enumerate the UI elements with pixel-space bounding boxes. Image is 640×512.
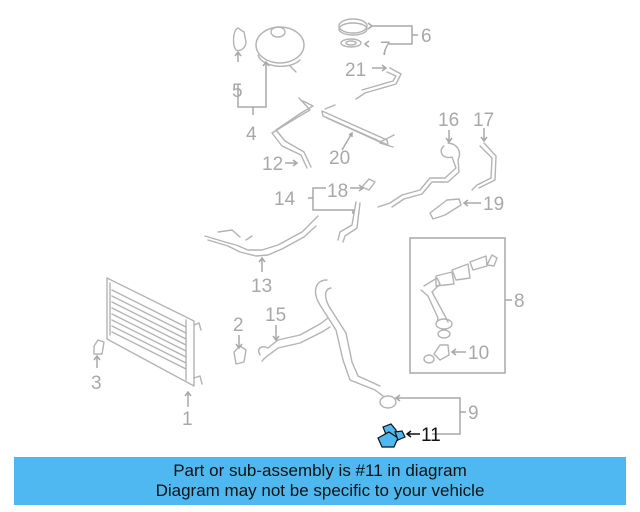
info-banner: Part or sub-assembly is #11 in diagram D… [14, 457, 626, 505]
part-14-hose[interactable] [337, 201, 361, 243]
part-3-bracket[interactable] [93, 339, 105, 355]
callout-14[interactable]: 14 [274, 189, 296, 210]
callout-12[interactable]: 12 [262, 154, 283, 175]
callout-15[interactable]: 15 [265, 305, 286, 326]
part-16-pipe[interactable] [377, 142, 461, 208]
parts-diagram: 5 4 6 7 21 12 20 16 17 19 14 18 13 15 2 … [91, 18, 525, 448]
callout-2[interactable]: 2 [233, 315, 244, 336]
part-8-group[interactable] [409, 237, 506, 374]
part-5-bracket[interactable] [232, 27, 247, 52]
part-15-pipe[interactable] [258, 317, 331, 362]
callout-11[interactable]: 11 [421, 425, 441, 446]
part-12-hose[interactable] [271, 97, 314, 169]
part-20-bar[interactable] [321, 104, 395, 148]
banner-line-part: Part or sub-assembly is #11 in diagram [173, 461, 467, 480]
callout-20[interactable]: 20 [329, 148, 350, 169]
callout-1[interactable]: 1 [182, 409, 193, 430]
callout-4[interactable]: 4 [246, 124, 257, 145]
callout-16[interactable]: 16 [438, 110, 459, 131]
part-2-bracket[interactable] [233, 345, 247, 365]
callout-18[interactable]: 18 [327, 181, 348, 202]
part-19-sensor[interactable] [429, 198, 462, 220]
callout-17[interactable]: 17 [473, 110, 494, 131]
leader-lines [93, 22, 512, 438]
callout-3[interactable]: 3 [91, 373, 102, 394]
callout-21[interactable]: 21 [345, 60, 366, 81]
banner-line-disclaimer: Diagram may not be specific to your vehi… [155, 481, 485, 500]
part-18-fitting[interactable] [361, 178, 376, 191]
part-1-radiator[interactable] [106, 277, 203, 387]
callout-10[interactable]: 10 [468, 343, 489, 364]
part-17-hose[interactable] [471, 142, 497, 191]
callout-19[interactable]: 19 [483, 194, 504, 215]
part-11-fitting-highlighted[interactable] [377, 423, 406, 448]
callout-13[interactable]: 13 [251, 276, 272, 297]
part-7-seal[interactable] [340, 38, 362, 48]
part-13-harness[interactable] [204, 215, 319, 257]
callout-7[interactable]: 7 [380, 39, 391, 60]
part-6-cap[interactable] [338, 18, 368, 36]
callout-9[interactable]: 9 [468, 403, 479, 424]
callout-6[interactable]: 6 [421, 26, 432, 47]
callout-8[interactable]: 8 [514, 291, 525, 312]
callout-5[interactable]: 5 [232, 81, 243, 102]
callout-labels: 5 4 6 7 21 12 20 16 17 19 14 18 13 15 2 … [91, 26, 525, 446]
part-9-hose[interactable] [314, 279, 397, 409]
part-21-hose[interactable] [355, 67, 402, 100]
part-4-reservoir[interactable] [255, 26, 305, 73]
